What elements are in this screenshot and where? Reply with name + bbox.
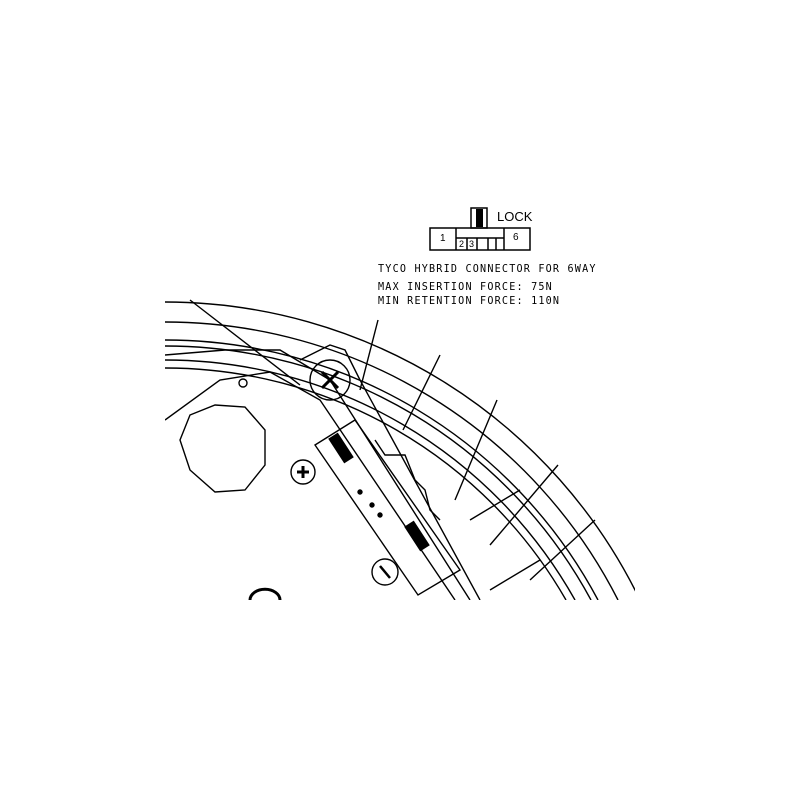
pin-2-label: 2 xyxy=(459,239,465,249)
max-insertion-force: MAX INSERTION FORCE: 75N xyxy=(378,280,553,293)
outer-rim xyxy=(165,301,635,592)
pin-6-label: 6 xyxy=(513,232,519,243)
connector-body xyxy=(314,419,462,596)
screw-small xyxy=(290,459,316,485)
octagonal-boss xyxy=(179,404,266,493)
min-retention-force: MIN RETENTION FORCE: 110N xyxy=(378,294,561,307)
pin-3-label: 3 xyxy=(469,239,475,249)
slot-screw xyxy=(371,558,399,586)
lock-tab xyxy=(470,207,488,229)
pin-1-label: 1 xyxy=(440,233,446,244)
cross-screw xyxy=(309,359,351,401)
lock-label: LOCK xyxy=(497,209,533,224)
mounting-plate-edge xyxy=(165,349,471,600)
connector-title: TYCO HYBRID CONNECTOR FOR 6WAY xyxy=(378,262,597,275)
